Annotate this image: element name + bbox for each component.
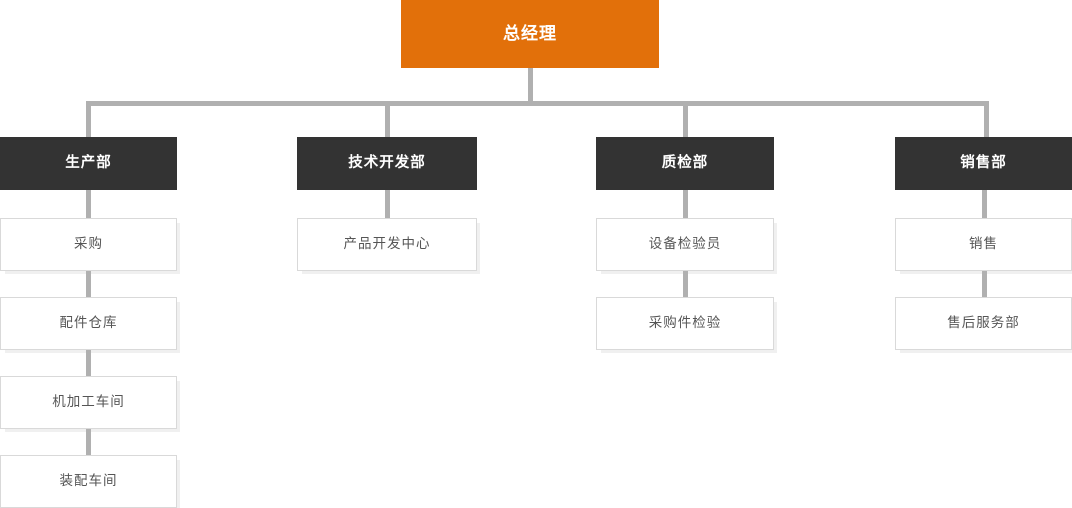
connector-horizontal-bus — [86, 101, 989, 106]
connector-production-child-1-to-2 — [86, 271, 91, 299]
org-node-unit-sales[interactable]: 销售 — [895, 218, 1072, 271]
org-node-department-quality-inspection[interactable]: 质检部 — [596, 137, 774, 190]
org-node-department-quality-inspection-label: 质检部 — [661, 154, 709, 171]
connector-sales-child-1-to-2 — [981, 271, 987, 299]
org-node-unit-assembly-workshop-label: 装配车间 — [59, 473, 118, 489]
org-node-department-technical-development[interactable]: 技术开发部 — [297, 137, 477, 190]
org-node-unit-parts-warehouse-label: 配件仓库 — [59, 315, 118, 331]
connector-production-child-3-to-4 — [86, 429, 91, 457]
org-node-department-production-label: 生产部 — [65, 154, 112, 171]
connector-quality-inspection-child-1-to-2 — [682, 271, 688, 299]
connector-technical-development-to-child-1 — [384, 190, 390, 220]
org-node-unit-machining-workshop[interactable]: 机加工车间 — [0, 376, 177, 429]
org-node-unit-purchasing-label: 采购 — [74, 236, 103, 252]
org-node-unit-assembly-workshop[interactable]: 装配车间 — [0, 455, 177, 508]
connector-quality-inspection-to-child-1 — [682, 190, 688, 220]
org-node-root[interactable]: 总经理 — [401, 0, 659, 68]
connector-production-child-2-to-3 — [86, 350, 91, 378]
org-node-department-sales[interactable]: 销售部 — [895, 137, 1072, 190]
org-node-unit-product-development-center-label: 产品开发中心 — [343, 236, 431, 252]
org-node-unit-parts-warehouse[interactable]: 配件仓库 — [0, 297, 177, 350]
org-node-department-technical-development-label: 技术开发部 — [348, 154, 426, 171]
connector-bus-to-dept-2 — [384, 101, 390, 139]
org-node-root-label: 总经理 — [503, 23, 557, 43]
org-node-unit-sales-label: 销售 — [969, 236, 998, 252]
org-node-unit-after-sales-service-label: 售后服务部 — [947, 315, 1020, 331]
org-node-unit-equipment-inspector[interactable]: 设备检验员 — [596, 218, 774, 271]
connector-bus-to-dept-3 — [682, 101, 688, 139]
connector-root-stem — [527, 68, 533, 104]
org-node-unit-purchased-parts-inspection-label: 采购件检验 — [648, 315, 722, 331]
org-node-unit-purchased-parts-inspection[interactable]: 采购件检验 — [596, 297, 774, 350]
connector-production-to-child-1 — [86, 190, 91, 220]
org-node-unit-equipment-inspector-label: 设备检验员 — [648, 236, 722, 252]
org-node-unit-product-development-center[interactable]: 产品开发中心 — [297, 218, 477, 271]
org-node-department-production[interactable]: 生产部 — [0, 137, 177, 190]
org-node-unit-after-sales-service[interactable]: 售后服务部 — [895, 297, 1072, 350]
connector-sales-to-child-1 — [981, 190, 987, 220]
org-node-department-sales-label: 销售部 — [960, 154, 1007, 171]
org-node-unit-purchasing[interactable]: 采购 — [0, 218, 177, 271]
connector-bus-to-dept-1 — [86, 101, 91, 139]
org-node-unit-machining-workshop-label: 机加工车间 — [52, 394, 125, 410]
connector-bus-to-dept-4 — [984, 101, 989, 139]
